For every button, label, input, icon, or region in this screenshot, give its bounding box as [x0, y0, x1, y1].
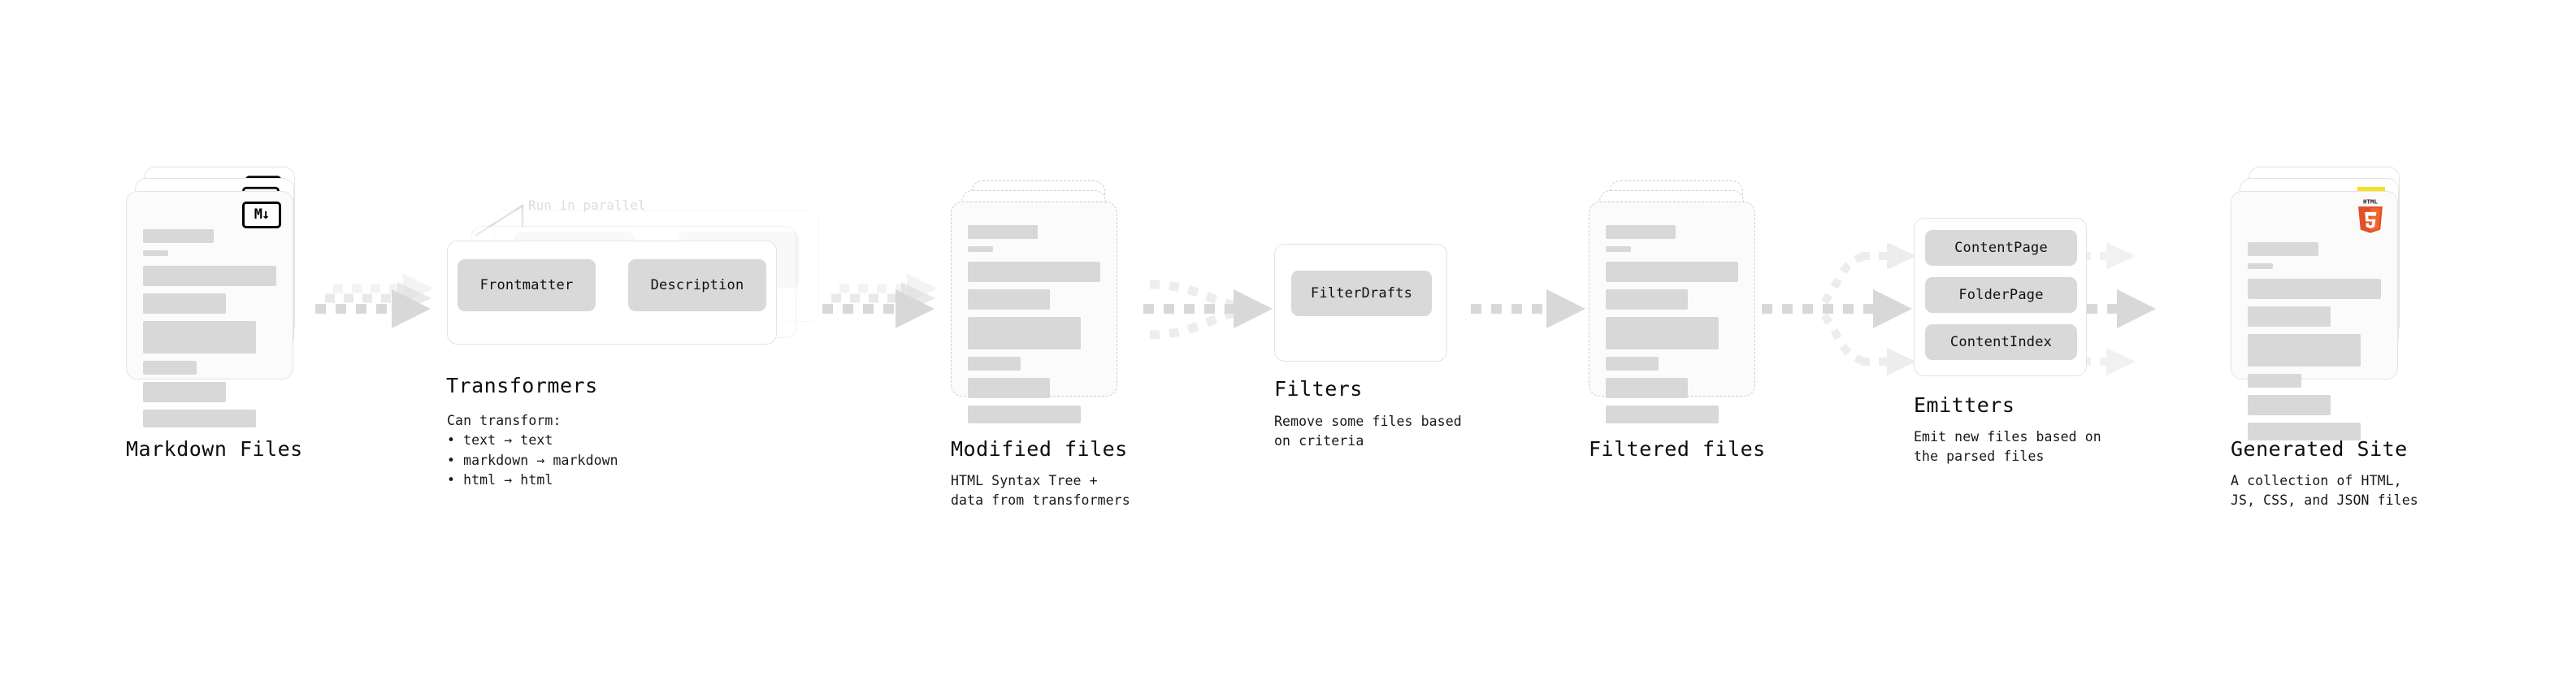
svg-text:HTML: HTML: [2363, 198, 2378, 206]
emitter-item-contentindex[interactable]: ContentIndex: [1925, 324, 2077, 360]
skeleton-bar: [2248, 374, 2301, 388]
stage-title: Filters: [1274, 377, 1363, 401]
filtered-card-front: [1589, 202, 1755, 423]
skeleton-bar: [2248, 306, 2331, 327]
arrow-modified-to-filters: [1143, 280, 1273, 340]
stage-generated-site: CSS HTML: [2231, 167, 2426, 508]
stage-subtitle: A collection of HTML, JS, CSS, and JSON …: [2231, 473, 2418, 509]
stage-subtitle: HTML Syntax Tree + data from transformer…: [951, 473, 1130, 509]
stage-title: Transformers: [446, 374, 598, 397]
skeleton-bar: [968, 289, 1051, 310]
arrow-markdown-to-transformers: [315, 274, 434, 328]
emitters-panel: ContentPage FolderPage ContentIndex: [1914, 218, 2087, 376]
skeleton-bar: [1606, 289, 1689, 310]
skeleton-bar: [968, 246, 993, 252]
transformer-panel-front: Frontmatter Description: [447, 241, 777, 345]
skeleton-bar: [2248, 334, 2361, 367]
stage-filtered-files: Filtered files: [1589, 180, 1767, 461]
site-card-stack: CSS HTML: [2231, 167, 2426, 440]
emitter-item-folderpage[interactable]: FolderPage: [1925, 277, 2077, 313]
skeleton-bar: [143, 250, 169, 256]
skeleton-bar: [143, 229, 214, 243]
markdown-skeleton-bars: [143, 229, 276, 435]
run-in-parallel-label: Run in parallel: [528, 197, 646, 213]
site-skeleton-bars: [2248, 242, 2381, 448]
stage-title: Emitters: [1914, 393, 2015, 417]
modified-skeleton-bars: [968, 225, 1100, 431]
skeleton-bar: [968, 357, 1021, 371]
markdown-card-stack: M↓ M↓ M↓: [126, 167, 313, 427]
skeleton-bar: [2248, 263, 2274, 269]
markdown-badge: M↓: [242, 202, 281, 228]
stage-title: Generated Site: [2231, 437, 2408, 461]
stage-transformers: Run in parallel Frontmatter Description …: [446, 193, 837, 488]
filtered-skeleton-bars: [1606, 225, 1738, 431]
site-card-html: HTML: [2231, 191, 2398, 440]
skeleton-bar: [143, 410, 257, 427]
skeleton-bar: [968, 262, 1100, 282]
stage-modified-files: Modified files HTML Syntax Tree + data f…: [951, 180, 1130, 508]
skeleton-bar: [1606, 262, 1738, 282]
skeleton-bar: [2248, 279, 2381, 299]
skeleton-bar: [1606, 406, 1719, 423]
skeleton-bar: [968, 406, 1081, 423]
skeleton-bar: [1606, 246, 1631, 252]
stage-title: Filtered files: [1589, 437, 1766, 461]
skeleton-bar: [968, 378, 1051, 398]
skeleton-bar: [1606, 378, 1689, 398]
skeleton-bar: [2248, 423, 2361, 440]
stage-markdown-files: M↓ M↓ M↓ Markdown Files: [126, 167, 313, 461]
markdown-card-front: M↓: [126, 191, 293, 427]
modified-card-stack: [951, 180, 1130, 423]
skeleton-bar: [143, 293, 226, 314]
transformer-item-description[interactable]: Description: [628, 259, 766, 311]
transformer-item-frontmatter[interactable]: Frontmatter: [458, 259, 596, 311]
skeleton-bar: [143, 361, 197, 375]
skeleton-bar: [1606, 225, 1676, 239]
stage-title: Modified files: [951, 437, 1128, 461]
arrow-transformers-to-modified: [822, 274, 938, 328]
html5-icon: HTML: [2355, 197, 2386, 233]
skeleton-bar: [143, 321, 257, 354]
filtered-card-stack: [1589, 180, 1767, 423]
skeleton-bar: [968, 317, 1081, 349]
transformers-stack: Frontmatter Description: [447, 193, 837, 356]
skeleton-bar: [968, 225, 1039, 239]
filter-item-filterdrafts[interactable]: FilterDrafts: [1291, 271, 1432, 316]
stage-subtitle: Can transform: • text → text • markdown …: [447, 413, 618, 488]
skeleton-bar: [1606, 317, 1719, 349]
filters-panel: FilterDrafts: [1274, 244, 1447, 362]
emitter-item-contentpage[interactable]: ContentPage: [1925, 230, 2077, 266]
skeleton-bar: [2248, 242, 2318, 256]
skeleton-bar: [143, 382, 226, 402]
skeleton-bar: [143, 266, 276, 286]
skeleton-bar: [1606, 357, 1659, 371]
stage-title: Markdown Files: [126, 437, 303, 461]
arrow-filters-to-filtered: [1471, 289, 1585, 328]
skeleton-bar: [2248, 395, 2331, 415]
modified-card-front: [951, 202, 1117, 423]
stage-subtitle: Remove some files based on criteria: [1274, 414, 1462, 449]
stage-subtitle: Emit new files based on the parsed files: [1914, 429, 2101, 465]
